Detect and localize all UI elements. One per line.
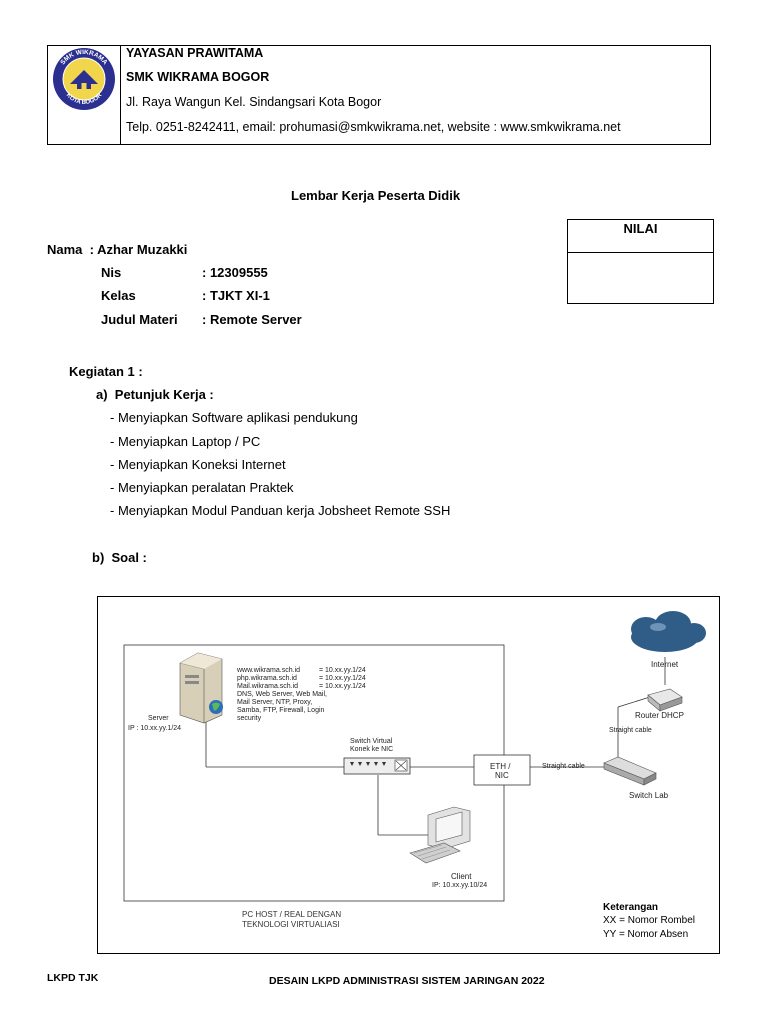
service-ip: = 10.xx.yy.1/24 (319, 675, 366, 682)
diagram-lines (123, 611, 706, 902)
petunjuk-item: - Menyiapkan Modul Panduan kerja Jobshee… (110, 503, 451, 518)
service-domain: php.wikrama.sch.id (237, 675, 297, 682)
foundation-name: YAYASAN PRAWITAMA (126, 46, 264, 60)
petunjuk-item: - Menyiapkan peralatan Praktek (110, 480, 294, 495)
keterangan-title: Keterangan (603, 902, 659, 913)
eth-nic-box (473, 754, 531, 786)
keterangan-yy: YY = Nomor Absen (603, 929, 689, 940)
petunjuk-item: - Menyiapkan Laptop / PC (110, 434, 261, 449)
nis-label: Nis (101, 265, 122, 280)
service-list: DNS, Web Server, Web Mail, (237, 691, 327, 698)
nilai-box: NILAI (567, 219, 714, 304)
pc-host-label: TEKNOLOGI VIRTUALIASI (242, 920, 340, 929)
school-address: Jl. Raya Wangun Kel. Sindangsari Kota Bo… (126, 95, 382, 109)
service-domain: www.wikrama.sch.id (237, 667, 301, 674)
internet-label: Internet (651, 660, 679, 669)
nilai-label: NILAI (568, 220, 713, 253)
petunjuk-heading: a) Petunjuk Kerja : (96, 387, 214, 402)
kegiatan-heading: Kegiatan 1 : (69, 364, 143, 379)
petunjuk-item: - Menyiapkan Software aplikasi pendukung (110, 410, 358, 425)
soal-heading: b) Soal : (92, 550, 147, 565)
kelas-label: Kelas (101, 288, 136, 303)
network-diagram: www.wikrama.sch.id php.wikrama.sch.id Ma… (97, 596, 720, 954)
switch-lab-icon (603, 756, 657, 786)
judul-label: Judul Materi (101, 312, 178, 327)
router-icon (647, 688, 683, 712)
switch-lab-label: Switch Lab (629, 791, 669, 800)
server-ip: IP : 10.xx.yy.1/24 (128, 725, 182, 732)
switch-virtual-label: Switch Virtual (350, 738, 393, 745)
footer-left: LKPD TJK (47, 972, 99, 984)
kelas-value: : TJKT XI-1 (202, 288, 270, 303)
footer-center: DESAIN LKPD ADMINISTRASI SISTEM JARINGAN… (269, 975, 545, 987)
letterhead: SMK WIKRAMA KOTA BOGOR YAYASAN PRAWITAMA… (47, 45, 711, 145)
service-ip: = 10.xx.yy.1/24 (319, 667, 366, 674)
service-list: security (237, 715, 262, 722)
server-label: Server (148, 715, 169, 722)
service-ip: = 10.xx.yy.1/24 (319, 683, 366, 690)
client-ip: IP: 10.xx.yy.10/24 (432, 882, 488, 889)
school-logo: SMK WIKRAMA KOTA BOGOR (53, 48, 115, 110)
petunjuk-item: - Menyiapkan Koneksi Internet (110, 457, 286, 472)
router-label: Router DHCP (635, 711, 684, 720)
service-list: Mail Server, NTP, Proxy, (237, 699, 313, 706)
student-name: Nama : Azhar Muzakki (47, 242, 188, 257)
switch-virtual-label: Konek ke NIC (350, 746, 394, 753)
service-domain: Mail.wikrama.sch.id (237, 683, 299, 690)
school-contact: Telp. 0251-8242411, email: prohumasi@smk… (126, 120, 621, 134)
logo-cell: SMK WIKRAMA KOTA BOGOR (48, 46, 121, 144)
judul-value: : Remote Server (202, 312, 302, 327)
service-list: Samba, FTP, Firewall, Login (237, 707, 325, 714)
pc-host-label: PC HOST / REAL DENGAN (242, 910, 342, 919)
keterangan-xx: XX = Nomor Rombel (603, 915, 695, 926)
server-icon (179, 652, 223, 724)
school-name: SMK WIKRAMA BOGOR (126, 70, 270, 84)
nis-value: : 12309555 (202, 265, 268, 280)
eth-label: NIC (495, 771, 509, 780)
cable-label: Straight cable (542, 763, 585, 770)
internet-cloud-icon (631, 611, 706, 652)
client-pc-icon (409, 806, 471, 864)
client-label: Client (451, 872, 472, 881)
cable-label: Straight cable (609, 727, 652, 734)
eth-label: ETH / (490, 762, 511, 771)
page-title: Lembar Kerja Peserta Didik (291, 188, 461, 203)
